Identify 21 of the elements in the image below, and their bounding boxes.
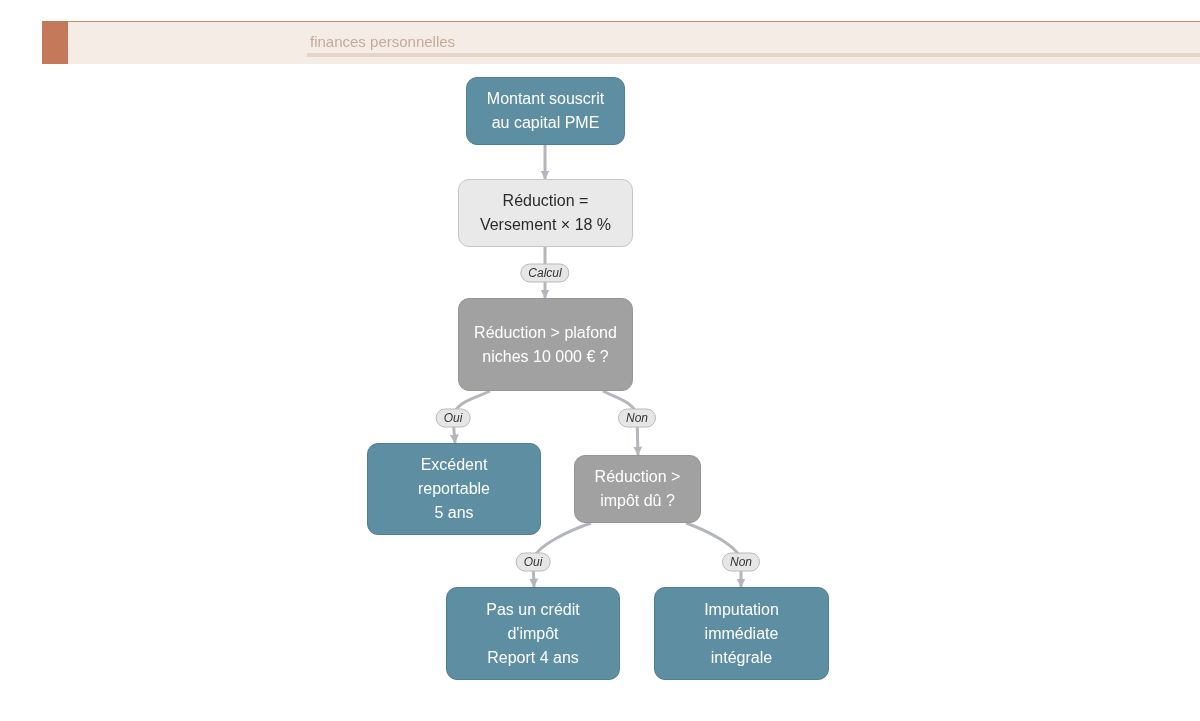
edge-label: Calcul [520, 263, 570, 283]
decision-box [574, 455, 701, 523]
result-box [446, 587, 620, 680]
result-box [466, 77, 625, 145]
node-label: Réduction = Versement × 18 % [478, 191, 613, 235]
node-label: Pas un crédit d'impôt Report 4 ans [485, 599, 581, 668]
decision-box [458, 298, 633, 391]
node-label: Réduction > plafond niches 10 000 € ? [473, 322, 618, 367]
node-label: Imputation immédiate intégrale [703, 599, 780, 668]
node-label: Excédent reportable 5 ans [416, 455, 491, 523]
result-box [654, 587, 829, 680]
process-box [458, 179, 633, 247]
node-label: Montant souscrit au capital PME [485, 89, 606, 133]
node-label: Réduction > impôt dû ? [593, 467, 682, 511]
edge-label: Non [722, 552, 760, 572]
edge-label: Oui [515, 552, 551, 572]
arrow [540, 145, 550, 180]
tagline: finances personnelles [310, 33, 456, 50]
edge-label: Non [618, 408, 656, 428]
edge-label: Oui [435, 408, 471, 428]
result-box [367, 443, 541, 535]
